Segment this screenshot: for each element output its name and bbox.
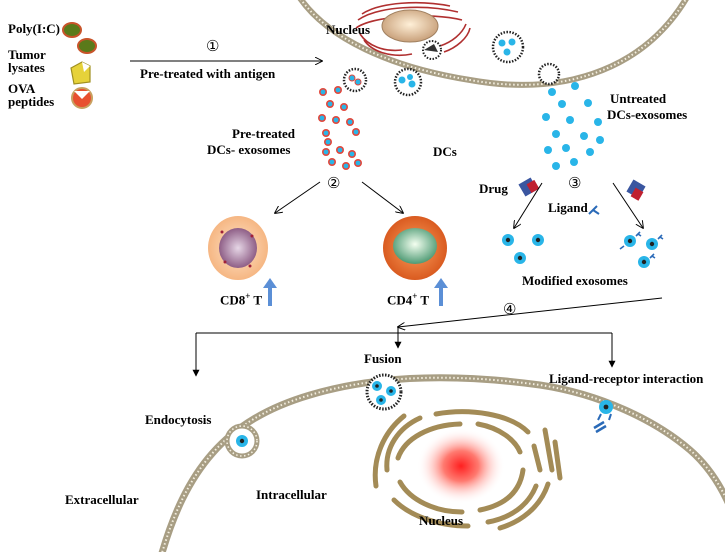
cd8-label: CD8+ T <box>220 291 263 308</box>
endocytosis-label: Endocytosis <box>145 412 212 427</box>
fusion-vesicle <box>365 373 403 411</box>
cd8-t-cell <box>208 216 268 280</box>
drug-loaded-exosomes <box>502 234 544 264</box>
fusion-label: Fusion <box>364 351 402 366</box>
target-nucleus <box>372 409 563 531</box>
endocytosis-vesicle <box>224 423 260 459</box>
nucleus-top-label: Nucleus <box>326 22 371 37</box>
dc-nucleus <box>355 1 471 60</box>
polyic-icons <box>62 22 97 54</box>
untreated-exosomes <box>542 82 604 170</box>
drug-icon-2 <box>626 179 646 201</box>
drug-label: Drug <box>479 181 508 196</box>
receptor-bound-exosome <box>593 400 613 434</box>
step-2-marker: ② <box>327 176 341 192</box>
pretreat-arrow-label: Pre-treated with antigen <box>140 66 276 81</box>
ligand-label: Ligand <box>548 200 588 215</box>
step-1-marker: ① <box>206 39 220 55</box>
legend-polyic-label: Poly(I:C) <box>8 21 60 36</box>
legend-tumor-label-line2: lysates <box>8 60 45 75</box>
cd4-up-arrow <box>434 278 448 306</box>
step-4-marker: ④ <box>503 302 517 318</box>
ligand-exosomes <box>619 231 664 268</box>
cd4-label: CD4+ T <box>387 291 430 308</box>
untreated-label-line1: Untreated <box>610 91 667 106</box>
arrow-to-cd4 <box>361 181 403 213</box>
ligand-icon <box>588 205 600 215</box>
modified-exosomes-label: Modified exosomes <box>522 273 628 288</box>
dc-cell-membrane <box>297 0 689 88</box>
drug-icon <box>518 177 540 197</box>
step4-arrow <box>398 297 663 327</box>
cd8-up-arrow <box>263 278 277 306</box>
legend-ova-label-line2: peptides <box>8 94 55 109</box>
legend-tumor-label-line1: Tumor <box>8 47 46 62</box>
uptake-branches <box>192 327 616 377</box>
ova-peptide-icon <box>71 87 93 109</box>
pretreated-exosomes <box>318 86 362 170</box>
tumor-lysate-icon <box>70 61 91 85</box>
multivesicular-bodies <box>342 30 561 97</box>
step-3-marker: ③ <box>568 176 582 192</box>
extracellular-label: Extracellular <box>65 492 139 507</box>
nucleus-bottom-label: Nucleus <box>419 513 464 528</box>
arrow-drug-loaded <box>514 182 543 228</box>
budding-exosomes <box>422 40 442 60</box>
arrow-ligand-modified <box>612 182 643 228</box>
legend-ova-label-line1: OVA <box>8 81 36 96</box>
intracellular-label: Intracellular <box>256 487 327 502</box>
legend-shapes <box>62 22 97 109</box>
untreated-label-line2: DCs-exosomes <box>607 107 688 122</box>
ligand-receptor-label: Ligand-receptor interaction <box>549 371 704 386</box>
cd4-t-cell <box>383 216 447 280</box>
arrow-to-cd8 <box>275 181 321 213</box>
dcs-label: DCs <box>433 144 457 159</box>
pretreated-label-line1: Pre-treated <box>232 126 296 141</box>
pretreated-label-line2: DCs- exosomes <box>207 142 291 157</box>
